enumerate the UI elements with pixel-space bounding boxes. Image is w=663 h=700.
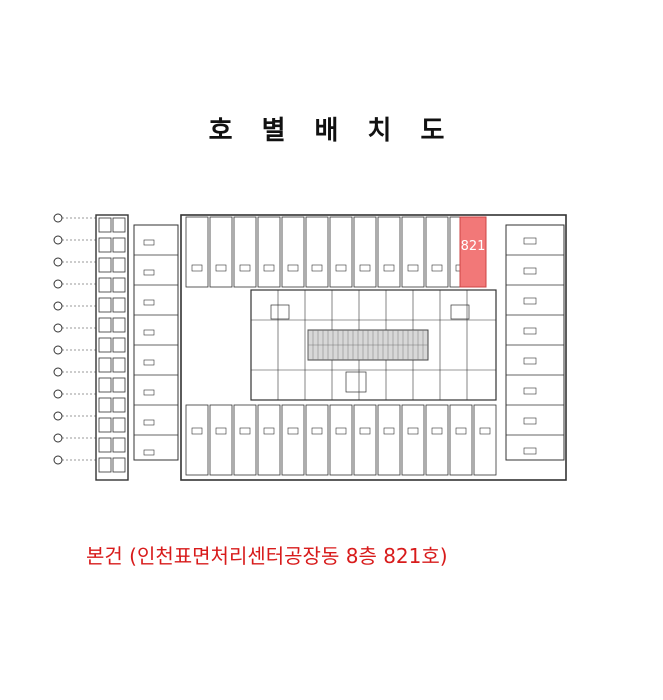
grid-bubbles-left bbox=[53, 213, 96, 465]
page-title: 호 별 배 치 도 bbox=[208, 116, 455, 146]
unit-821-highlight bbox=[459, 216, 487, 288]
unit-821-label: 821 bbox=[461, 239, 486, 254]
floor-plan: 821 bbox=[46, 210, 578, 500]
caption: 본건 (인천표면처리센터공장동 8층 821호) bbox=[86, 544, 448, 568]
